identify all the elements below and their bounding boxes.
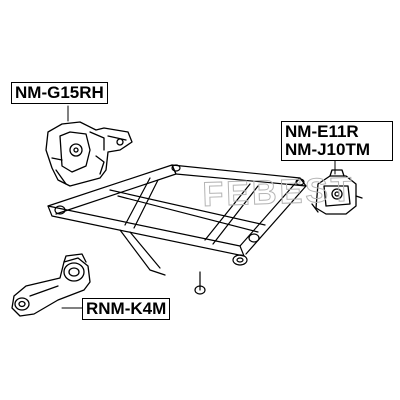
part-label-nm-g15rh: NM-G15RH [11, 82, 108, 104]
part-number-text: NM-G15RH [15, 83, 104, 102]
part-label-nm-e11r-nm-j10tm: NM-E11R NM-J10TM [281, 121, 393, 161]
transmission-mount-e11r [311, 169, 363, 215]
part-number-text: NM-E11R [285, 122, 359, 141]
part-number-text: RNM-K4M [86, 299, 167, 318]
part-label-rnm-k4m: RNM-K4M [82, 298, 171, 320]
engine-mount-g15rh [45, 121, 133, 187]
part-number-text: NM-J10TM [285, 140, 371, 159]
watermark-text: FEBEST [202, 171, 355, 214]
torque-rod-k4m [11, 253, 91, 317]
subframe-crossmember [47, 164, 307, 295]
